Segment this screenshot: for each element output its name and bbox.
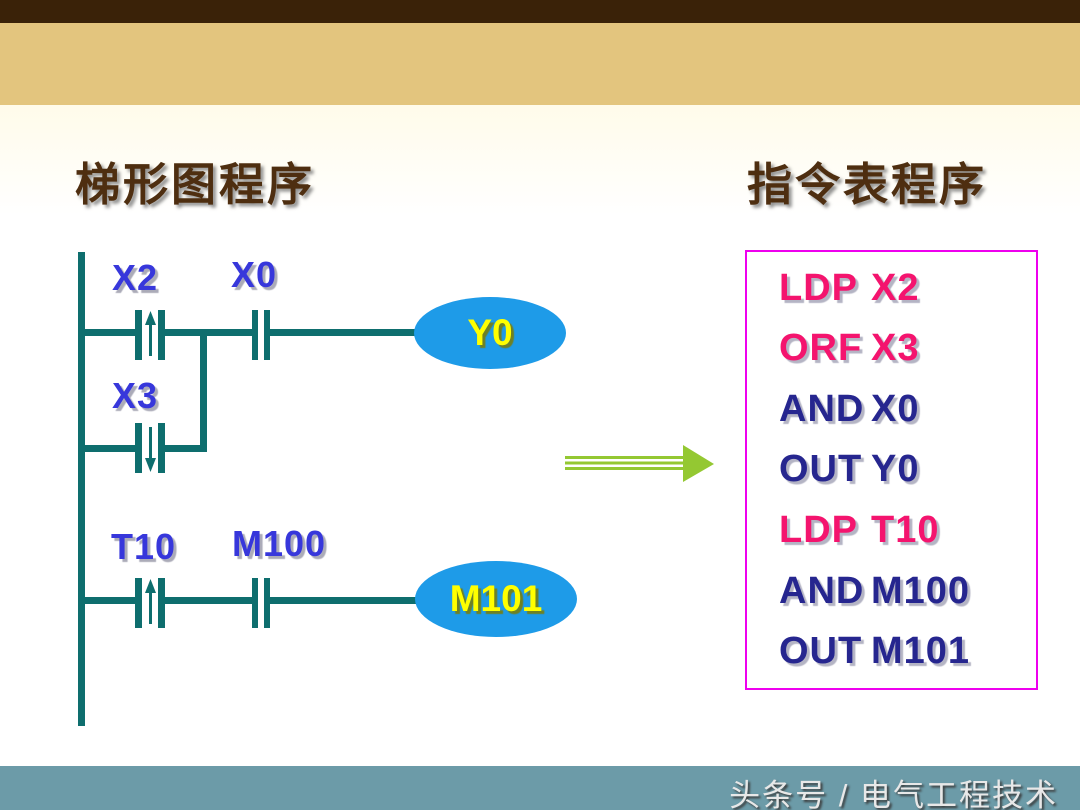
t10-rising-arrow-head: [145, 579, 156, 593]
instruction-opcode: OUT: [779, 630, 863, 673]
top-brown-bar: [0, 0, 1080, 23]
instruction-opcode: AND: [779, 569, 865, 612]
instruction-opcode: LDP: [779, 509, 858, 552]
rung1-wire-b: [165, 329, 252, 336]
contact-label-x3: X3: [112, 375, 159, 416]
ladder-wires: [78, 252, 417, 726]
rung2-wire-c: [270, 597, 417, 604]
instruction-opcode: ORF: [779, 327, 863, 370]
instruction-operand: X2: [871, 266, 920, 309]
instruction-row: LDP X2: [779, 267, 1036, 310]
contact-m100-bar-right: [264, 578, 270, 628]
contact-x2-bar-left: [135, 310, 142, 360]
contact-m100-bar-left: [252, 578, 258, 628]
arrow-stripe-top: [565, 456, 685, 459]
branch-wire-a: [80, 445, 135, 452]
contact-label-x2: X2: [112, 257, 159, 298]
footer-band: 头条号 / 电气工程技术: [0, 766, 1080, 810]
instruction-row: LDP T10: [779, 509, 1036, 552]
instruction-operand: T10: [871, 509, 940, 552]
branch-vertical-wire: [200, 329, 207, 452]
x2-rising-arrow-head: [145, 311, 156, 325]
rung1-wire-c: [270, 329, 416, 336]
transform-arrow-icon: [565, 445, 714, 482]
instruction-operand: M100: [871, 569, 971, 612]
instruction-opcode: OUT: [779, 448, 863, 491]
instruction-operand: M101: [871, 630, 971, 673]
instruction-operand: X0: [871, 387, 920, 430]
background-fade: [0, 105, 1080, 215]
branch-wire-b: [165, 445, 207, 452]
coil-y0-ellipse: [414, 297, 566, 369]
tan-header-band: [0, 23, 1080, 105]
rung2-wire-b: [165, 597, 252, 604]
rung2-wire-a: [80, 597, 135, 604]
contact-x0-bar-right: [264, 310, 270, 360]
contact-t10-bar-right: [158, 578, 165, 628]
rung1-wire-a: [80, 329, 135, 336]
contact-label-x0: X0: [231, 254, 278, 295]
edge-arrows: [145, 311, 156, 624]
footer-watermark-text: 头条号 / 电气工程技术: [729, 778, 1058, 810]
instruction-operand: Y0: [871, 448, 920, 491]
coil-m101-ellipse: [415, 561, 577, 637]
coil-label-y0: Y0: [467, 312, 513, 353]
arrow-stripe-bottom: [565, 467, 685, 470]
contact-x3-bar-right: [158, 423, 165, 473]
arrow-head: [683, 445, 714, 482]
ladder-program-title: 梯形图程序: [75, 158, 316, 211]
x3-falling-arrow-head: [145, 458, 156, 472]
left-power-rail: [78, 252, 85, 726]
instruction-program-title: 指令表程序: [747, 158, 988, 211]
contact-label-t10: T10: [111, 526, 177, 567]
contact-x2-bar-right: [158, 310, 165, 360]
contact-t10-bar-left: [135, 578, 142, 628]
instruction-opcode: LDP: [779, 266, 858, 309]
coil-label-m101: M101: [449, 578, 543, 619]
contact-x0-bar-left: [252, 310, 258, 360]
contact-label-m100: M100: [232, 523, 327, 564]
instruction-opcode: AND: [779, 387, 865, 430]
contact-x3-bar-left: [135, 423, 142, 473]
arrow-stripe-middle: [565, 461, 685, 465]
instruction-operand: X3: [871, 327, 920, 370]
